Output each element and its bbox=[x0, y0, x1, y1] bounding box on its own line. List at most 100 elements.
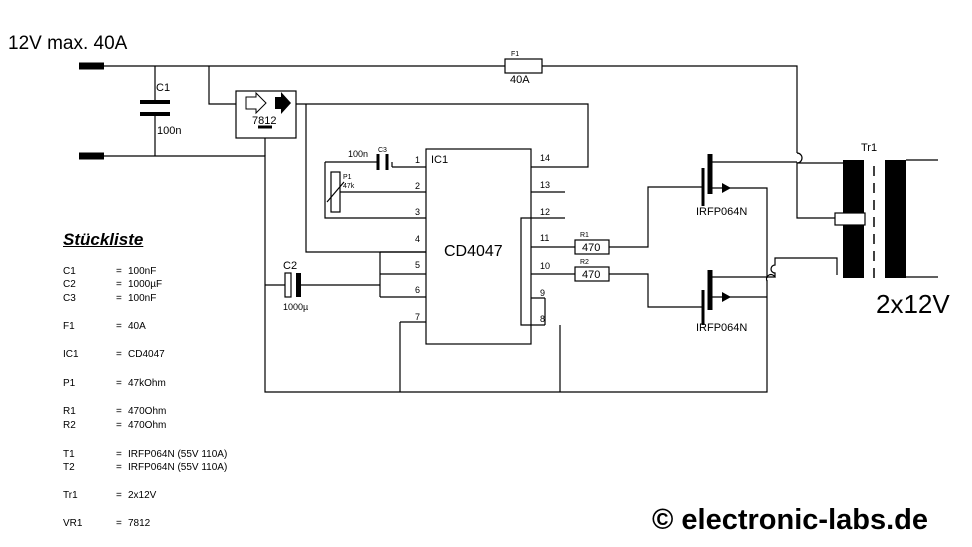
parts-list-eq: = bbox=[116, 349, 122, 360]
pin12-pin8-wire bbox=[520, 217, 531, 326]
parts-list-eq: = bbox=[116, 279, 122, 290]
c3-value: 100n bbox=[348, 149, 368, 159]
vr1-input-arrow-icon bbox=[245, 91, 267, 115]
parts-list-eq: = bbox=[116, 518, 122, 529]
top-rail-wire bbox=[104, 65, 798, 153]
vr1-output-arrow-icon bbox=[275, 92, 291, 114]
ic1-pin-10: 10 bbox=[540, 261, 550, 271]
parts-list-eq: = bbox=[116, 420, 122, 431]
tr1-ref: Tr1 bbox=[861, 142, 877, 154]
ic1-pin-7: 7 bbox=[415, 312, 420, 322]
t2-terminal-wires bbox=[710, 273, 776, 298]
parts-list-value: 470Ohm bbox=[128, 406, 167, 417]
ground-rail-wire bbox=[104, 155, 768, 393]
ic1-pin-14: 14 bbox=[540, 153, 550, 163]
ic1-right-pin-leads bbox=[531, 166, 575, 326]
parts-list-ref: Tr1 bbox=[63, 490, 78, 501]
parts-list-value: IRFP064N (55V 110A) bbox=[128, 462, 228, 473]
parts-list-ref: R2 bbox=[63, 420, 76, 431]
c2-plate-solid bbox=[296, 273, 301, 297]
parts-list-eq: = bbox=[116, 449, 122, 460]
ic1-pin-4: 4 bbox=[415, 234, 420, 244]
ic1-name: CD4047 bbox=[444, 243, 503, 260]
r1-value: 470 bbox=[582, 242, 600, 254]
p1-left-wire bbox=[324, 162, 402, 219]
parts-list-value: 47kOhm bbox=[128, 378, 166, 389]
t1-terminal-wires bbox=[710, 161, 797, 278]
parts-list-ref: F1 bbox=[63, 321, 75, 332]
output-label: 2x12V bbox=[876, 289, 950, 319]
t1-part: IRFP064N bbox=[696, 206, 747, 218]
r2-gate-wire bbox=[609, 273, 703, 308]
t2-arrow-icon bbox=[722, 292, 731, 302]
vr1-value: 7812 bbox=[252, 115, 276, 127]
t2-part: IRFP064N bbox=[696, 322, 747, 334]
ic1-left-pin-leads bbox=[380, 166, 426, 323]
tr1-center-tap bbox=[834, 212, 866, 226]
parts-list-ref: P1 bbox=[63, 378, 76, 389]
ic1-body bbox=[425, 148, 532, 345]
parts-list-value: 100nF bbox=[128, 293, 157, 304]
ic1-pin-13: 13 bbox=[540, 180, 550, 190]
ic1-pin-2: 2 bbox=[415, 181, 420, 191]
parts-list-ref: C3 bbox=[63, 293, 76, 304]
f1-ref: F1 bbox=[511, 51, 519, 58]
parts-list-ref: T1 bbox=[63, 449, 75, 460]
copyright-notice: © electronic-labs.de bbox=[652, 504, 929, 536]
parts-list-value: IRFP064N (55V 110A) bbox=[128, 449, 228, 460]
ic1-pin-12: 12 bbox=[540, 207, 550, 217]
c2-value: 1000µ bbox=[283, 302, 308, 312]
supply-label: 12V max. 40A bbox=[8, 33, 128, 54]
parts-list-ref: VR1 bbox=[63, 518, 83, 529]
ic1-pin-8: 8 bbox=[540, 314, 545, 324]
parts-list-ref: R1 bbox=[63, 406, 76, 417]
vr1-output-to-pin14-wire bbox=[296, 103, 589, 168]
ic1-pin-11: 11 bbox=[540, 233, 549, 243]
parts-list-ref: IC1 bbox=[63, 349, 79, 360]
parts-list-value: 40A bbox=[128, 321, 146, 332]
parts-list-ref: C2 bbox=[63, 279, 76, 290]
parts-list-eq: = bbox=[116, 321, 122, 332]
c1-ref: C1 bbox=[156, 82, 170, 94]
parts-list-eq: = bbox=[116, 490, 122, 501]
ic1-pin-1: 1 bbox=[415, 155, 420, 165]
parts-list-value: 1000µF bbox=[128, 279, 163, 290]
parts-list-value: 100nF bbox=[128, 266, 157, 277]
f1-fuse bbox=[504, 58, 543, 74]
parts-list-ref: T2 bbox=[63, 462, 75, 473]
f1-value: 40A bbox=[510, 74, 530, 86]
parts-list-eq: = bbox=[116, 293, 122, 304]
t2-drain-wire bbox=[770, 257, 838, 277]
parts-list-eq: = bbox=[116, 406, 122, 417]
ic1-ref: IC1 bbox=[431, 154, 448, 166]
tr1-secondary-winding bbox=[885, 160, 906, 278]
parts-list-value: 2x12V bbox=[128, 490, 157, 501]
p1-value: 47k bbox=[343, 183, 355, 190]
tr1-output-wires bbox=[906, 159, 938, 278]
ic1-pin-6: 6 bbox=[415, 285, 420, 295]
ic1-pin-9: 9 bbox=[540, 288, 545, 298]
parts-list-eq: = bbox=[116, 378, 122, 389]
p1-ref: P1 bbox=[343, 174, 352, 181]
c2-plate-hollow bbox=[284, 272, 292, 298]
r1-gate-wire bbox=[609, 186, 703, 248]
parts-list-value: CD4047 bbox=[128, 349, 165, 360]
c2-ref: C2 bbox=[283, 260, 297, 272]
c1-value: 100n bbox=[157, 125, 181, 137]
parts-list-eq: = bbox=[116, 266, 122, 277]
r2-ref: R2 bbox=[580, 259, 589, 266]
r2-value: 470 bbox=[582, 269, 600, 281]
ic1-pin-3: 3 bbox=[415, 207, 420, 217]
parts-list-value: 470Ohm bbox=[128, 420, 167, 431]
t1-arrow-icon bbox=[722, 183, 731, 193]
parts-list-eq: = bbox=[116, 462, 122, 473]
ic1-pin-5: 5 bbox=[415, 260, 420, 270]
c3-wire bbox=[325, 161, 393, 167]
parts-list-ref: C1 bbox=[63, 266, 76, 277]
parts-list-title: Stückliste bbox=[63, 230, 144, 249]
vr1-input-wire bbox=[208, 66, 236, 105]
c3-ref: C3 bbox=[378, 147, 387, 154]
parts-list-value: 7812 bbox=[128, 518, 151, 529]
